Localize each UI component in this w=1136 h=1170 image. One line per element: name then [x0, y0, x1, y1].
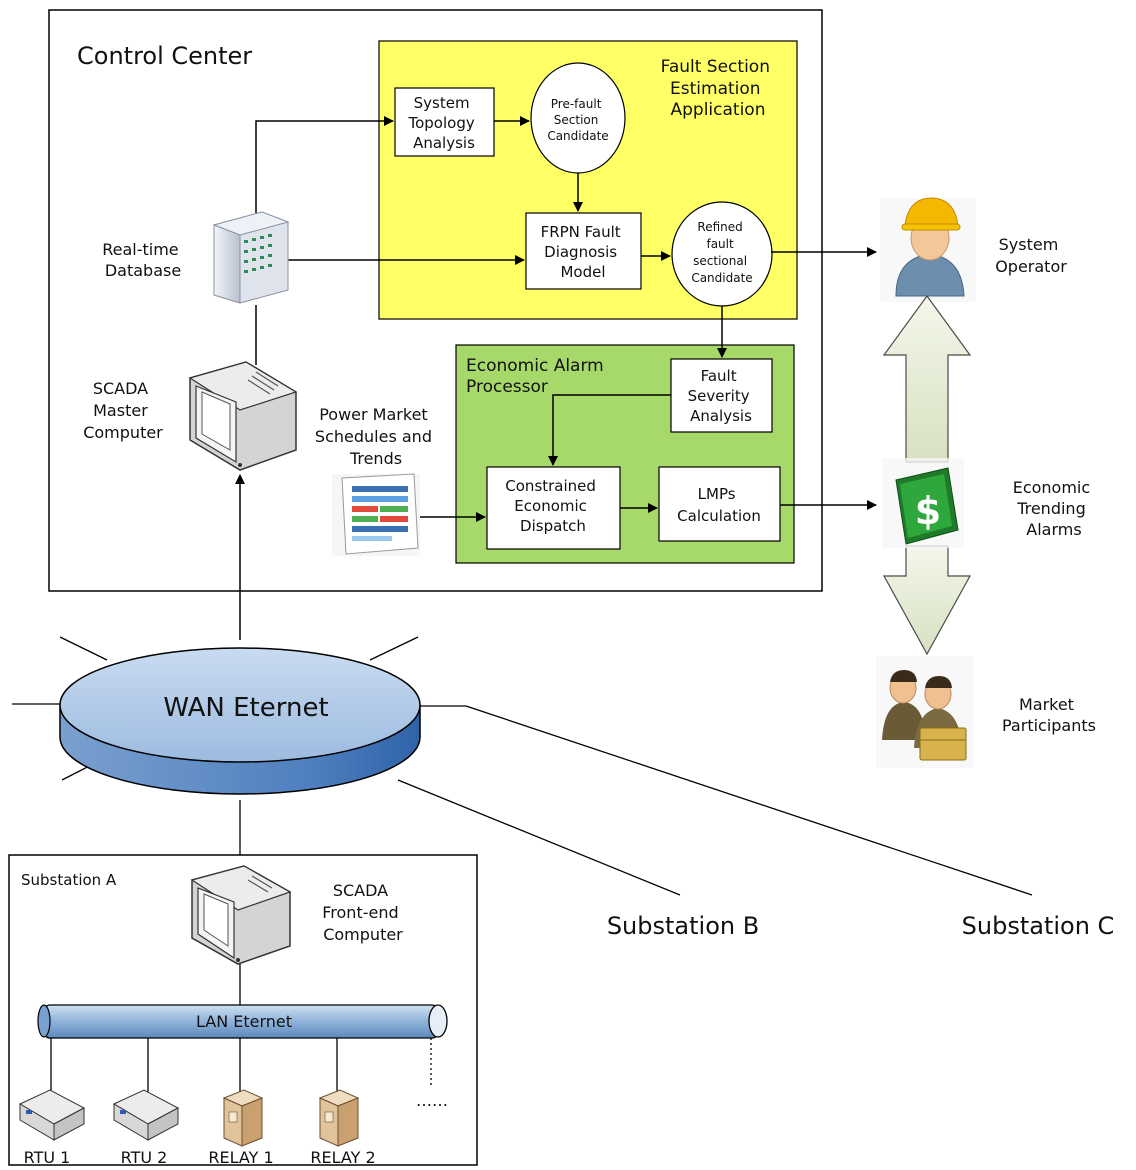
- down-block-arrow-icon: [882, 545, 972, 656]
- fault-severity-box: [670, 358, 773, 433]
- fault-severity-label: Fault Severity Analysis: [688, 367, 755, 425]
- market-schedules-label: Power Market Schedules and Trends: [315, 405, 437, 468]
- flow-arrows: [235, 116, 877, 640]
- refined-candidate-label: Refined fault sectional Candidate: [691, 220, 752, 285]
- schedule-document-icon: [332, 473, 420, 556]
- scada-master-label: SCADA Master Computer: [83, 379, 163, 442]
- lan-label: LAN Eternet: [196, 1012, 292, 1031]
- relay-2-icon: [318, 1089, 360, 1147]
- up-block-arrow-icon: [882, 294, 972, 463]
- lan-drop-lines: [50, 1038, 432, 1092]
- dollar-alarm-icon: $: [882, 458, 964, 548]
- relay-1-icon: [222, 1089, 264, 1147]
- participants-label: Market Participants: [1002, 695, 1096, 735]
- frpn-model-box: [525, 212, 642, 290]
- wan-label: WAN Eternet: [163, 693, 328, 723]
- alarms-label: Economic Trending Alarms: [1013, 478, 1096, 539]
- device-label-relay-1: RELAY 1: [208, 1148, 273, 1167]
- wan-cloud: [59, 647, 421, 795]
- frpn-model-label: FRPN Fault Diagnosis Model: [541, 223, 626, 281]
- economic-alarm-title: Economic Alarm Processor: [466, 356, 609, 397]
- device-label-rtu-2: RTU 2: [121, 1148, 168, 1167]
- frontend-label: SCADA Front-end Computer: [322, 881, 403, 944]
- server-icon: [212, 211, 290, 304]
- constrained-dispatch-box: [486, 466, 621, 550]
- monitor-icon: [188, 361, 298, 471]
- substation-c-label: Substation C: [962, 912, 1115, 940]
- control-center-title: Control Center: [77, 42, 252, 70]
- frontend-monitor-icon: [190, 865, 292, 965]
- participants-icon: [876, 656, 974, 768]
- database-label: Real-time Database: [102, 240, 184, 280]
- fault-app-title: Fault Section Estimation Application: [661, 57, 776, 120]
- more-devices-ellipsis: ……: [416, 1091, 448, 1110]
- operator-icon: [880, 197, 976, 302]
- substation-b-label: Substation B: [607, 912, 759, 940]
- substation-a-title: Substation A: [21, 871, 117, 889]
- svg-text:$: $: [915, 489, 941, 533]
- operator-label: System Operator: [995, 235, 1067, 276]
- constrained-dispatch-label: Constrained Economic Dispatch: [505, 477, 600, 535]
- lmp-calculation-box: [658, 466, 781, 542]
- prefault-candidate-label: Pre-fault Section Candidate: [547, 97, 608, 143]
- device-label-relay-2: RELAY 2: [310, 1148, 375, 1167]
- lan-bus: [37, 1004, 448, 1039]
- system-topology-label: System Topology Analysis: [407, 94, 479, 152]
- lmp-calculation-label: LMPs Calculation: [677, 485, 761, 525]
- wan-spoke-lines: [12, 636, 1033, 896]
- system-topology-box: [394, 87, 495, 157]
- device-label-rtu-1: RTU 1: [24, 1148, 71, 1167]
- rtu-2-icon: [112, 1089, 180, 1141]
- rtu-1-icon: [18, 1089, 86, 1141]
